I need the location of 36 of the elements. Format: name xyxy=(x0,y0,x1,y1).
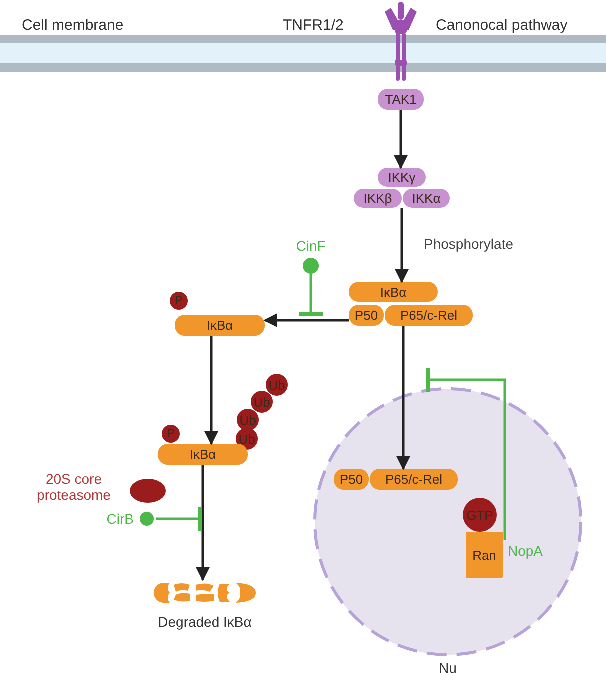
protein-pill: P65/c-Rel xyxy=(385,305,473,326)
edge-label: Phosphorylate xyxy=(422,236,516,252)
inhibitor-label: NopA xyxy=(508,543,544,560)
node-label: Degraded IκBα xyxy=(157,614,253,630)
phosphate-circle: P xyxy=(162,425,180,443)
arrow xyxy=(395,208,409,284)
region-label: Canonocal pathway xyxy=(436,17,568,34)
inhibitor-label: CinF xyxy=(295,238,327,254)
inhibition-line xyxy=(299,274,323,316)
arrow xyxy=(264,314,349,328)
protein-pill: P50 xyxy=(334,469,369,490)
inhibition-line xyxy=(426,368,506,540)
arrow xyxy=(196,465,210,582)
region-label: Cell membrane xyxy=(22,17,124,34)
ubiquitin-circle: Ub xyxy=(237,409,259,431)
nucleus-label: Nu xyxy=(438,660,458,676)
phosphate-circle: P xyxy=(170,292,188,310)
receptor-label: TNFR1/2 xyxy=(283,17,344,34)
protein-pill: P65/c-Rel xyxy=(370,469,458,490)
protein-pill: IκBα xyxy=(349,282,438,302)
arrow xyxy=(204,336,218,446)
proteasome-label: 20S core proteasome xyxy=(36,471,112,504)
ubiquitin-circle: Ub xyxy=(251,391,273,413)
inhibition-line xyxy=(156,507,202,531)
inhibitor-label: CirB xyxy=(106,511,134,528)
arrow xyxy=(396,326,410,470)
ran-box: Ran xyxy=(466,532,503,578)
arrow xyxy=(394,110,408,170)
protein-pill: IKKγ xyxy=(378,168,426,187)
protein-pill: IKKα xyxy=(403,189,450,208)
protein-pill: TAK1 xyxy=(378,89,424,110)
protein-pill: IKKβ xyxy=(354,189,402,208)
protein-pill: IκBα xyxy=(175,315,265,336)
protein-pill: IκBα xyxy=(158,444,248,465)
ubiquitin-circle: Ub xyxy=(266,374,288,396)
protein-pill: P50 xyxy=(349,305,384,326)
